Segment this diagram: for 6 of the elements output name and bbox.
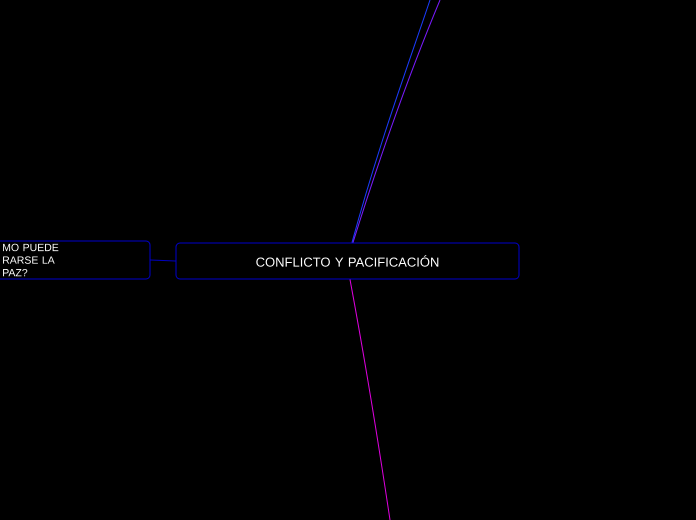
topic-box [0,240,150,280]
connector-line [350,279,390,520]
connector-line [150,260,176,262]
topic-box [176,242,520,280]
topic-text: CONFLICTO Y PACIFICACIÓN [256,255,438,267]
topic-text: MO PUEDE RARSE LA PAZ? [3,244,58,276]
